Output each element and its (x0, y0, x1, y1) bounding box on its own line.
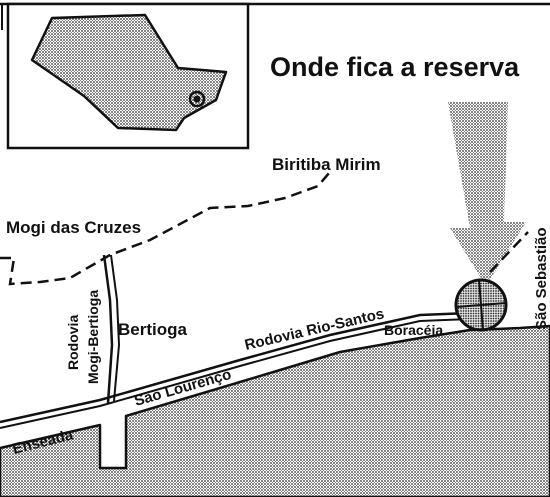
inset-location-dot (193, 95, 201, 103)
map-title: Onde fica a reserva (270, 52, 520, 82)
label-mogi-das-cruzes: Mogi das Cruzes (6, 218, 141, 237)
inset-map (6, 2, 250, 150)
label-rodovia: Rodovia (65, 315, 81, 370)
reserve-location-circle (454, 278, 508, 332)
inset-location-marker (188, 90, 206, 108)
inset-region-shape (30, 13, 228, 132)
location-pointer-arrow (448, 102, 526, 286)
label-sao-sebastiao: São Sebastião (533, 227, 550, 330)
dashed-boundary-lines (0, 171, 529, 286)
label-mogi-bertioga: Mogi-Bertioga (85, 290, 101, 384)
land-area (0, 324, 550, 497)
label-boraceia: Boracéia (384, 322, 443, 338)
label-bertioga: Bertioga (118, 320, 188, 339)
label-biritiba-mirim: Biritiba Mirim (272, 155, 381, 174)
road-rio-santos (0, 311, 471, 429)
road-mogi-bertioga (102, 254, 121, 404)
